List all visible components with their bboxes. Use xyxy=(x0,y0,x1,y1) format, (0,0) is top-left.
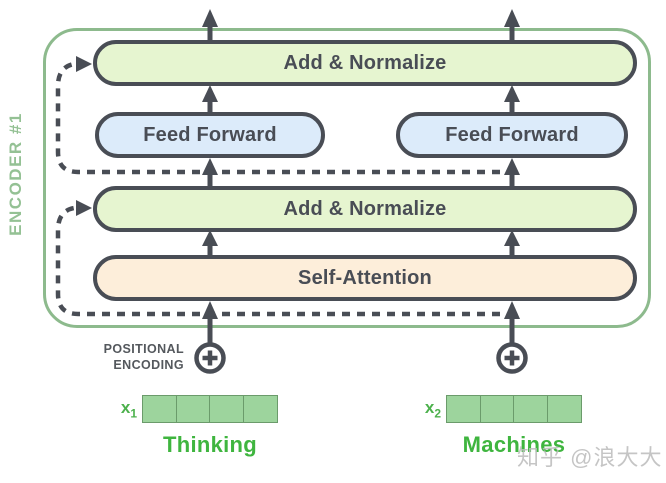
vector-cell xyxy=(242,395,278,423)
encoder-frame xyxy=(43,28,651,328)
self-attention-block: Self-Attention xyxy=(93,255,637,301)
embedding-vector-x1 xyxy=(142,395,278,423)
input-word-thinking: Thinking xyxy=(162,432,258,457)
vector-cell xyxy=(209,395,245,423)
vector-cell xyxy=(142,395,178,423)
plus-circle-icon xyxy=(496,342,528,374)
add-normalize-bottom-block: Add & Normalize xyxy=(93,186,637,232)
x2-var: x xyxy=(424,398,435,417)
positional-encoding-line2: ENCODING xyxy=(113,358,184,372)
add-normalize-top-block: Add & Normalize xyxy=(93,40,637,86)
zhihu-watermark: 知乎 @浪大大 xyxy=(517,445,663,470)
plus-circle-icon xyxy=(194,342,226,374)
positional-encoding-caption: POSITIONAL ENCODING xyxy=(84,341,184,373)
x2-subscript: 2 xyxy=(434,406,441,421)
input-x2-label: x2 xyxy=(404,398,441,420)
vector-cell xyxy=(479,395,515,423)
feed-forward-left-block: Feed Forward xyxy=(95,112,325,158)
positional-encoding-line1: POSITIONAL xyxy=(103,342,184,356)
input-word-machines: Machines xyxy=(462,432,566,457)
vector-cell xyxy=(446,395,482,423)
vector-cell xyxy=(546,395,582,423)
feed-forward-right-block: Feed Forward xyxy=(396,112,628,158)
embedding-vector-x2 xyxy=(446,395,582,423)
vector-cell xyxy=(175,395,211,423)
add-normalize-top-label: Add & Normalize xyxy=(283,51,447,74)
feed-forward-right-label: Feed Forward xyxy=(445,123,579,146)
vector-cell xyxy=(513,395,549,423)
self-attention-label: Self-Attention xyxy=(298,266,432,289)
x1-subscript: 1 xyxy=(130,406,137,421)
add-normalize-bottom-label: Add & Normalize xyxy=(283,197,447,220)
encoder-label: ENCODER #1 xyxy=(6,112,25,236)
feed-forward-left-label: Feed Forward xyxy=(143,123,277,146)
input-x1-label: x1 xyxy=(100,398,137,420)
x1-var: x xyxy=(120,398,131,417)
